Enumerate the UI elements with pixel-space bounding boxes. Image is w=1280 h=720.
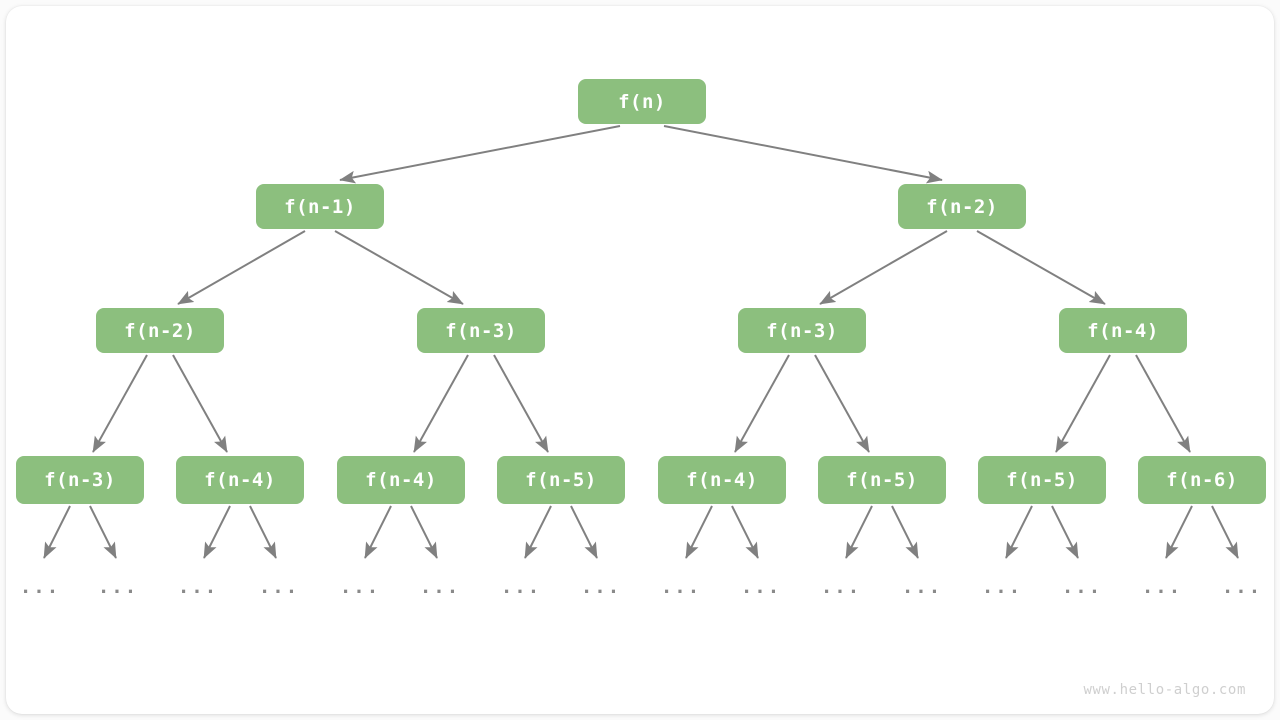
tree-node-l1-0[interactable]: f(n)	[578, 79, 706, 124]
tree-node-l4-1[interactable]: f(n-4)	[176, 456, 304, 504]
ellipsis-1: ...	[97, 576, 139, 598]
ellipsis-9: ...	[740, 576, 782, 598]
tree-node-l3-2[interactable]: f(n-3)	[738, 308, 866, 353]
ellipsis-15: ...	[1221, 576, 1263, 598]
tree-node-l4-6[interactable]: f(n-5)	[978, 456, 1106, 504]
ellipsis-10: ...	[820, 576, 862, 598]
tree-node-l2-0[interactable]: f(n-1)	[256, 184, 384, 229]
ellipsis-4: ...	[339, 576, 381, 598]
ellipsis-2: ...	[177, 576, 219, 598]
ellipsis-14: ...	[1141, 576, 1183, 598]
ellipsis-8: ...	[660, 576, 702, 598]
tree-node-l4-3[interactable]: f(n-5)	[497, 456, 625, 504]
ellipsis-0: ...	[19, 576, 61, 598]
ellipsis-12: ...	[981, 576, 1023, 598]
tree-node-l3-0[interactable]: f(n-2)	[96, 308, 224, 353]
tree-node-l3-1[interactable]: f(n-3)	[417, 308, 545, 353]
ellipsis-3: ...	[258, 576, 300, 598]
tree-node-l4-5[interactable]: f(n-5)	[818, 456, 946, 504]
ellipsis-7: ...	[580, 576, 622, 598]
tree-node-l4-4[interactable]: f(n-4)	[658, 456, 786, 504]
tree-node-l3-3[interactable]: f(n-4)	[1059, 308, 1187, 353]
tree-node-l4-0[interactable]: f(n-3)	[16, 456, 144, 504]
watermark: www.hello-algo.com	[1083, 682, 1246, 698]
ellipsis-6: ...	[500, 576, 542, 598]
ellipsis-13: ...	[1061, 576, 1103, 598]
tree-node-l4-2[interactable]: f(n-4)	[337, 456, 465, 504]
tree-node-l2-1[interactable]: f(n-2)	[898, 184, 1026, 229]
ellipsis-11: ...	[901, 576, 943, 598]
ellipsis-5: ...	[419, 576, 461, 598]
tree-node-l4-7[interactable]: f(n-6)	[1138, 456, 1266, 504]
